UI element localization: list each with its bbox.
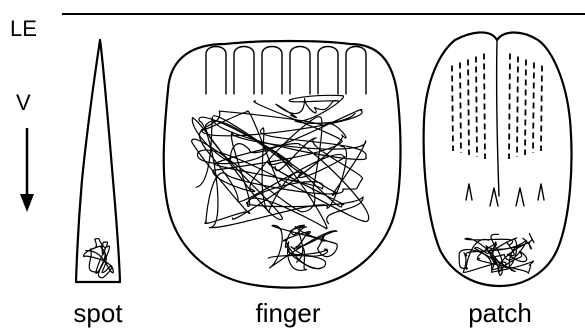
finger-panel: finger [164,41,401,328]
spot-outline [76,40,120,282]
hatch-line [476,57,477,158]
hatch-line [541,66,542,152]
spot-label: spot [73,298,123,328]
patch-label: patch [468,298,532,328]
down-arrow-icon [20,128,34,212]
direction-label: V [16,90,31,115]
hatch-line [452,66,453,152]
patch-panel: patch [424,32,572,328]
spot-panel: spot [73,40,123,328]
leading-edge-label: LE [10,16,37,41]
hatch-line [517,57,518,158]
finger-label: finger [255,298,320,328]
